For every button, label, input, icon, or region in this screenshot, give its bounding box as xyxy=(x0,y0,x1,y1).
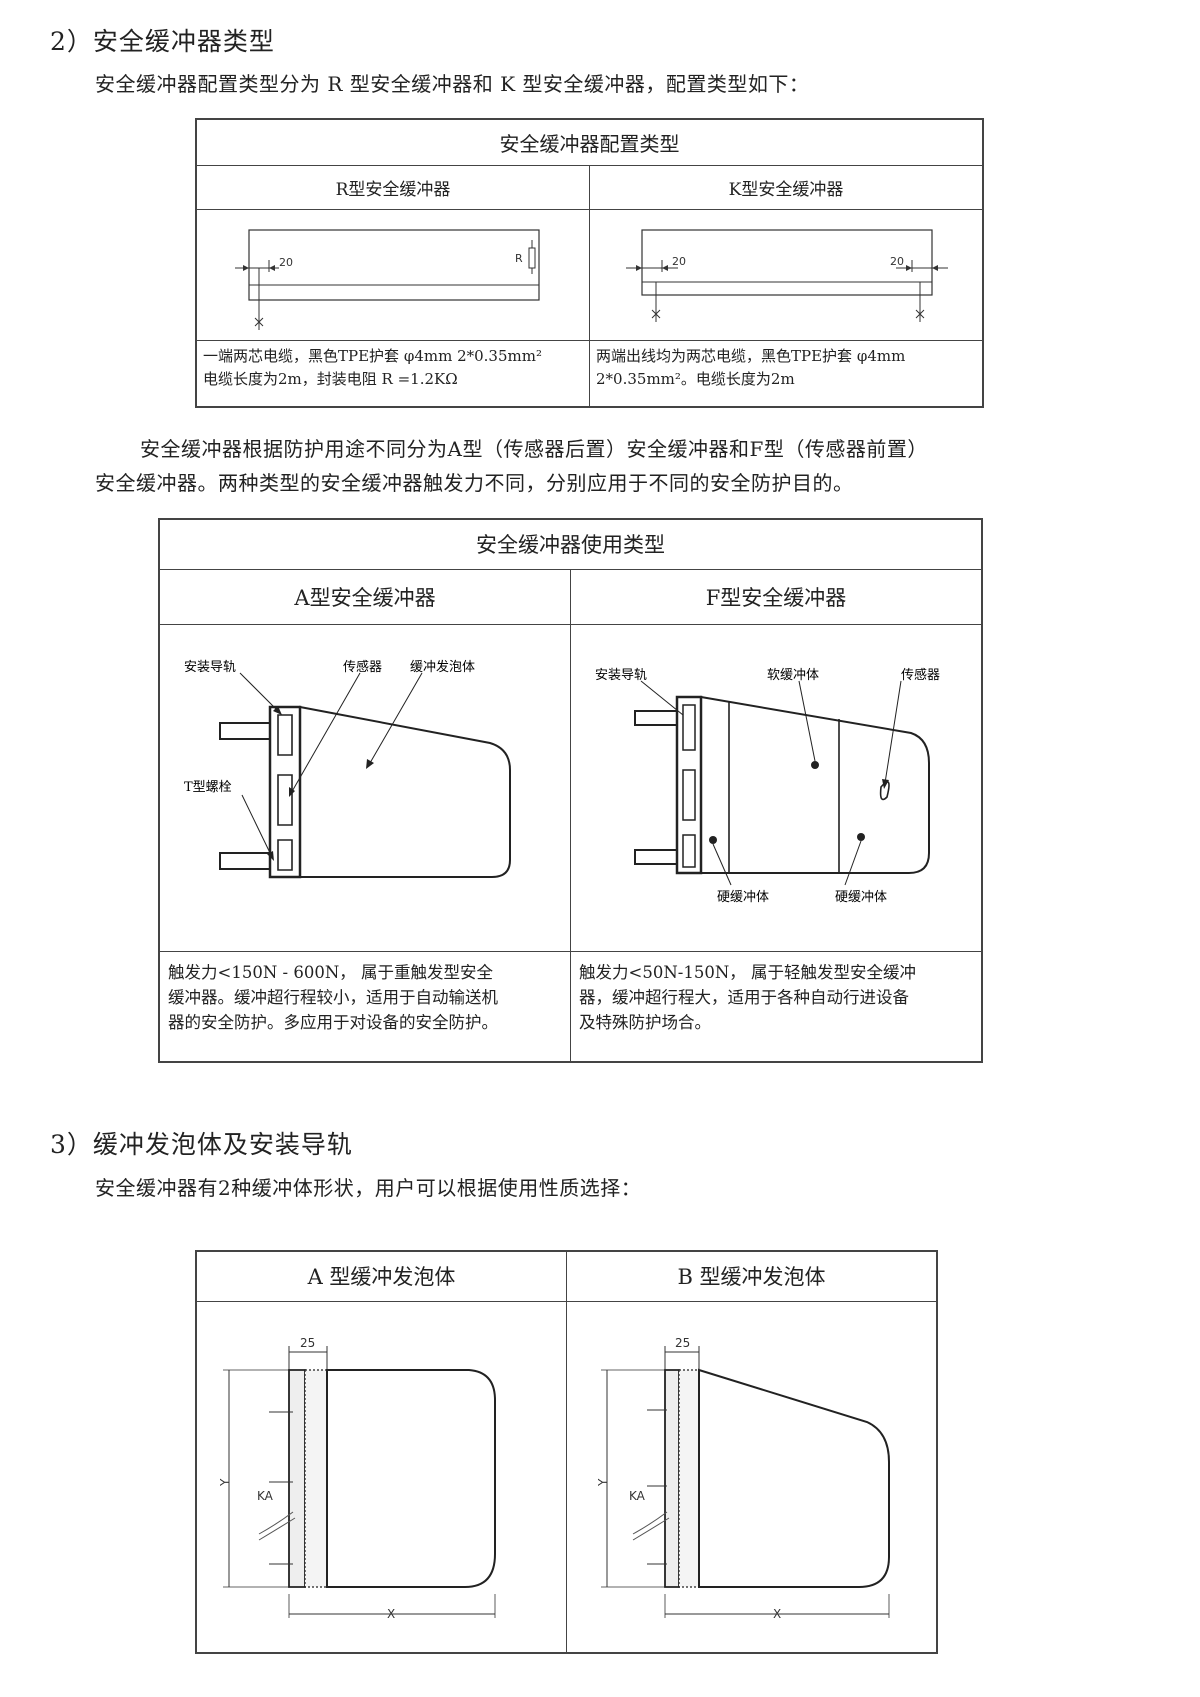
r-desc-line-1: 一端两芯电缆，黑色TPE护套 φ4mm 2*0.35mm² xyxy=(203,346,542,365)
section3-intro: 安全缓冲器有2种缓冲体形状，用户可以根据使用性质选择： xyxy=(95,1176,642,1200)
foam-a-ka: KA xyxy=(257,1489,274,1503)
a-desc-line-2: 缓冲器。缓冲超行程较小，适用于自动输送机 xyxy=(168,987,498,1007)
foam-a-figure-cell: 25 Y KA X xyxy=(195,1300,567,1653)
r-type-diagram: 20 R xyxy=(235,228,540,330)
usage-intro-line-1: 安全缓冲器根据防护用途不同分为A型（传感器后置）安全缓冲器和F型（传感器前置） xyxy=(140,437,928,461)
section2-heading: 2）安全缓冲器类型 xyxy=(50,27,275,56)
foam-a-dim-x: X xyxy=(387,1607,395,1621)
a-type-diagram: 安装导轨 传感器 缓冲发泡体 T型螺栓 xyxy=(184,659,511,878)
a-label-foam: 缓冲发泡体 xyxy=(410,659,475,675)
usage-intro-line-2: 安全缓冲器。两种类型的安全缓冲器触发力不同，分别应用于不同的安全防护目的。 xyxy=(95,471,854,495)
r-dim-label: 20 xyxy=(279,256,293,269)
k-desc-line-2: 2*0.35mm²。电缆长度为2m xyxy=(596,369,795,388)
f-label-rail: 安装导轨 xyxy=(595,668,647,683)
f-label-hard-1: 硬缓冲体 xyxy=(717,890,769,905)
f-type-diagram: 安装导轨 软缓冲体 传感器 硬缓冲体 硬缓冲体 xyxy=(595,667,940,905)
f-desc-line-1: 触发力<50N-150N， 属于轻触发型安全缓冲 xyxy=(579,962,917,982)
foam-a-diagram: 25 Y KA X xyxy=(218,1336,496,1621)
config-col-k: K型安全缓冲器 xyxy=(589,164,984,210)
f-type-description: 触发力<50N-150N， 属于轻触发型安全缓冲 器，缓冲超行程大，适用于各种自… xyxy=(570,950,983,1063)
a-type-description: 触发力<150N - 600N， 属于重触发型安全 缓冲器。缓冲超行程较小，适用… xyxy=(158,950,571,1063)
a-type-figure-cell: 安装导轨 传感器 缓冲发泡体 T型螺栓 xyxy=(158,623,571,952)
a-label-bolt: T型螺栓 xyxy=(184,780,232,795)
a-desc-line-1: 触发力<150N - 600N， 属于重触发型安全 xyxy=(168,962,493,982)
foam-a-dim-25: 25 xyxy=(300,1336,315,1350)
foam-type-table: A 型缓冲发泡体 B 型缓冲发泡体 25 Y xyxy=(195,1250,938,1654)
foam-b-dim-y: Y xyxy=(596,1478,610,1487)
foam-b-ka: KA xyxy=(629,1489,646,1503)
config-col-r: R型安全缓冲器 xyxy=(195,164,590,210)
k-desc-line-1: 两端出线均为两芯电缆，黑色TPE护套 φ4mm xyxy=(596,346,906,365)
f-desc-line-2: 器，缓冲超行程大，适用于各种自动行进设备 xyxy=(579,987,909,1007)
r-desc-line-2: 电缆长度为2m，封装电阻 R =1.2KΩ xyxy=(203,369,458,388)
r-type-figure-cell: 20 R xyxy=(195,208,590,341)
f-label-hard-2: 硬缓冲体 xyxy=(835,890,887,905)
a-desc-line-3: 器的安全防护。多应用于对设备的安全防护。 xyxy=(168,1012,498,1032)
foam-col-b: B 型缓冲发泡体 xyxy=(566,1250,938,1302)
foam-a-dim-y: Y xyxy=(218,1478,232,1487)
r-type-description: 一端两芯电缆，黑色TPE护套 φ4mm 2*0.35mm² 电缆长度为2m，封装… xyxy=(195,339,590,408)
a-label-rail: 安装导轨 xyxy=(184,660,236,675)
foam-b-dim-25: 25 xyxy=(675,1336,690,1350)
k-type-figure-cell: 20 20 xyxy=(589,208,984,341)
config-type-table: 安全缓冲器配置类型 R型安全缓冲器 K型安全缓冲器 20 R xyxy=(195,118,984,408)
a-label-sensor: 传感器 xyxy=(343,659,382,675)
k-dim-left-label: 20 xyxy=(672,255,686,268)
k-type-diagram: 20 20 xyxy=(626,228,948,322)
k-dim-right-label: 20 xyxy=(890,255,904,268)
f-label-soft: 软缓冲体 xyxy=(767,668,819,683)
config-table-title: 安全缓冲器配置类型 xyxy=(195,118,984,166)
foam-b-diagram: 25 Y KA X xyxy=(596,1336,890,1621)
usage-col-a: A型安全缓冲器 xyxy=(158,568,571,625)
k-type-description: 两端出线均为两芯电缆，黑色TPE护套 φ4mm 2*0.35mm²。电缆长度为2… xyxy=(589,339,984,408)
section3-heading: 3）缓冲发泡体及安装导轨 xyxy=(50,1130,353,1159)
section2-intro: 安全缓冲器配置类型分为 R 型安全缓冲器和 K 型安全缓冲器，配置类型如下： xyxy=(95,72,810,96)
usage-col-f: F型安全缓冲器 xyxy=(570,568,983,625)
foam-b-figure-cell: 25 Y KA X xyxy=(566,1300,938,1653)
foam-b-dim-x: X xyxy=(773,1607,781,1621)
f-desc-line-3: 及特殊防护场合。 xyxy=(579,1012,711,1032)
usage-type-table: 安全缓冲器使用类型 A型安全缓冲器 F型安全缓冲器 xyxy=(158,518,983,1063)
foam-col-a: A 型缓冲发泡体 xyxy=(195,1250,567,1302)
resistor-label: R xyxy=(515,252,523,265)
usage-table-title: 安全缓冲器使用类型 xyxy=(158,518,983,570)
f-label-sensor: 传感器 xyxy=(901,667,940,683)
f-type-figure-cell: 安装导轨 软缓冲体 传感器 硬缓冲体 硬缓冲体 xyxy=(570,623,983,952)
